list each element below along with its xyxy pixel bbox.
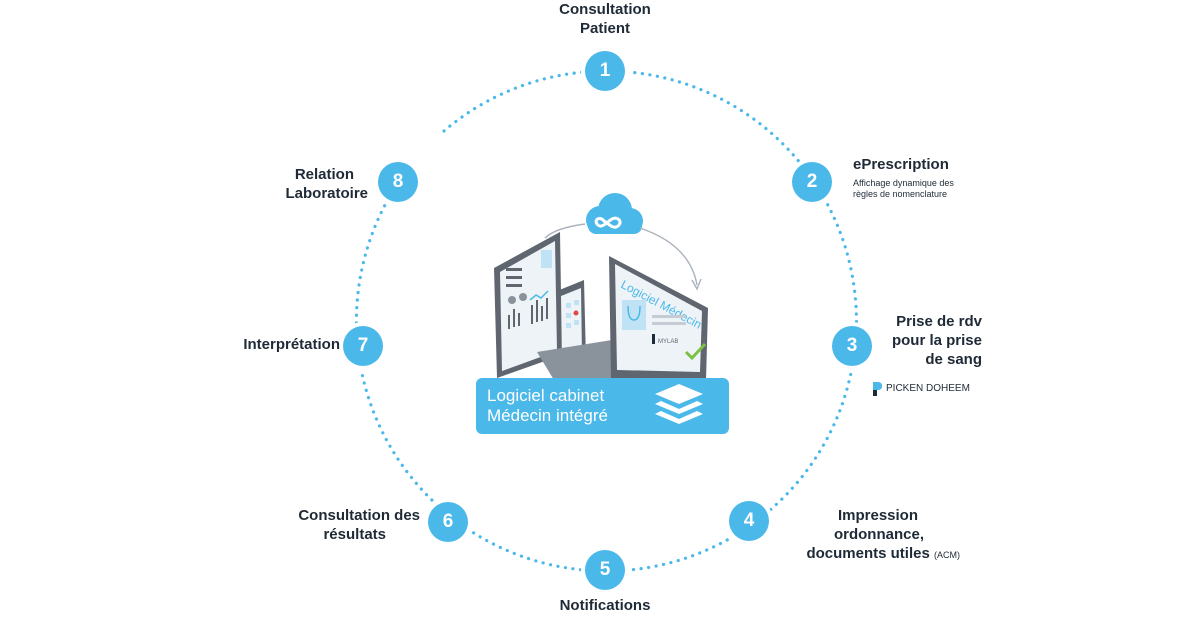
step-4-badge: 4 (729, 501, 769, 541)
step-2-badge: 2 (792, 162, 832, 202)
banner-line-1: Logiciel cabinet (487, 386, 605, 405)
step-1-badge: 1 (585, 51, 625, 91)
step-1-label: Consultation Patient (525, 0, 685, 38)
picken-doheem-logo (873, 382, 882, 396)
picken-doheem-brand: PICKEN DOHEEM (886, 383, 970, 394)
sync-arrow-icon (544, 223, 702, 291)
step-2-line-1: ePrescription (853, 156, 949, 173)
step-6-label: Consultation des résultats (250, 506, 420, 544)
step-3-badge: 3 (832, 326, 872, 366)
step-8-line-1: Relation (294, 166, 354, 183)
step-5-line-1: Notifications (559, 597, 651, 614)
cloud-icon (586, 193, 643, 234)
step-1-line-1: Consultation (559, 1, 651, 18)
step-6-line-1: Consultation des (298, 507, 420, 524)
check-icon (684, 342, 707, 361)
step-4-label: Impression ordonnance, documents utiles … (760, 506, 960, 565)
step-1-line-2: Patient (579, 20, 630, 37)
step-4-line-1: Impression (837, 507, 918, 524)
step-5-label: Notifications (525, 596, 685, 615)
step-3-label: Prise de rdv pour la prise de sang (860, 312, 982, 369)
step-3-line-2: pour la prise (891, 332, 982, 349)
step-6-line-2: résultats (323, 526, 386, 543)
step-7-label: Interprétation (190, 335, 340, 354)
step-8-label: Relation Laboratoire (230, 165, 368, 203)
step-6-badge: 6 (428, 502, 468, 542)
step-2-label: ePrescription Affichage dynamique des rè… (853, 155, 954, 200)
step-7-line-1: Interprétation (243, 336, 340, 353)
banner-line-2: Médecin intégré (487, 406, 608, 425)
banner-layers-icon (655, 384, 703, 424)
step-3-line-3: de sang (925, 351, 982, 368)
step-4-line-3: documents utiles (806, 545, 930, 562)
monitor-device: Logiciel Médecin MYLAB (609, 256, 708, 380)
step-3-line-1: Prise de rdv (896, 313, 982, 330)
step-2-note-2: règles de nomenclature (853, 189, 948, 199)
step-2-note-1: Affichage dynamique des (853, 178, 954, 188)
step-7-badge: 7 (343, 326, 383, 366)
step-8-badge: 8 (378, 162, 418, 202)
step-8-line-2: Laboratoire (285, 185, 368, 202)
tablet-device (494, 232, 562, 378)
step-4-suffix: (ACM) (934, 550, 960, 560)
step-4-line-2: ordonnance, (833, 526, 924, 543)
step-5-badge: 5 (585, 550, 625, 590)
monitor-logo: MYLAB (658, 339, 678, 345)
phone-device (557, 280, 586, 372)
